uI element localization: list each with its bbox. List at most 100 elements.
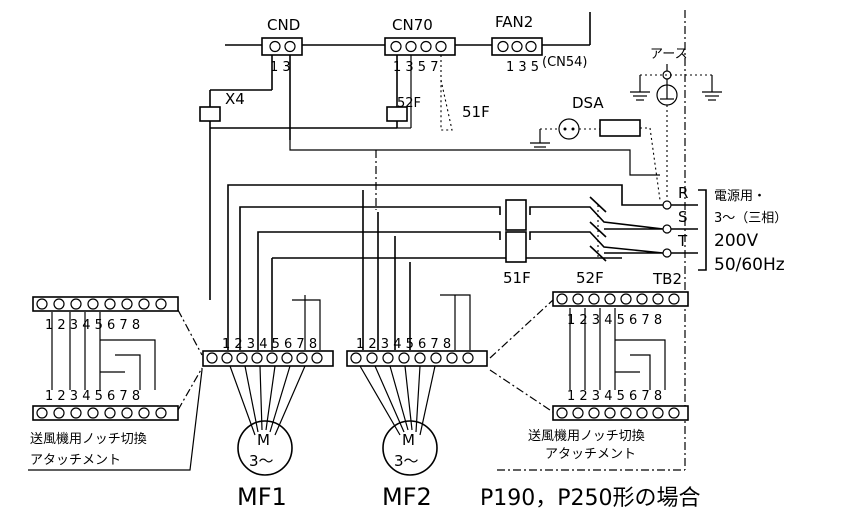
- terminal-screw: [652, 293, 664, 305]
- caption: P190，P250形の場合: [480, 486, 701, 511]
- terminal-s: S: [678, 208, 688, 226]
- 51f-top-label: 51F: [462, 103, 490, 121]
- power-line3: 200V: [714, 231, 758, 251]
- terminal-screw: [462, 352, 474, 364]
- left-attachment-bottom-labels: 1 2 3 4 5 6 7 8: [45, 389, 140, 404]
- terminal-screw: [311, 352, 323, 364]
- mf1-terminal-labels: 1 2 3 4 5 6 7 8: [222, 337, 317, 352]
- terminal-r: R: [678, 184, 688, 202]
- terminal-screw: [572, 293, 584, 305]
- mf2-label: MF2: [382, 483, 432, 511]
- terminal-screw: [104, 298, 116, 310]
- power-line1: 電源用・: [714, 189, 766, 204]
- cnd-label: CND: [267, 16, 300, 34]
- power-line2: 3～（三相）: [714, 211, 787, 226]
- terminal-screw: [251, 352, 263, 364]
- power-line4: 50/60Hz: [714, 255, 785, 275]
- cn70-connector: CN70 1 3 5 7 52F: [384, 16, 456, 111]
- terminal-screw: [70, 298, 82, 310]
- terminal-screw: [221, 352, 233, 364]
- contact-51f-top: 51F: [440, 55, 490, 131]
- power-terminals: R S T TB2: [652, 184, 707, 288]
- right-attachment-subtitle: アタッチメント: [545, 447, 636, 462]
- terminal-screw: [138, 407, 150, 419]
- fan2-connector: FAN2 1 3 5 (CN54): [491, 13, 588, 75]
- power-spec: 電源用・ 3～（三相） 200V 50/60Hz: [714, 189, 787, 275]
- terminal-screw: [53, 298, 65, 310]
- terminal-screw: [155, 407, 167, 419]
- terminal-screw: [652, 407, 664, 419]
- wire-to-r: [289, 140, 660, 176]
- terminal-screw: [588, 293, 600, 305]
- terminal-screw: [620, 407, 632, 419]
- terminal-screw: [636, 293, 648, 305]
- terminal-screw: [206, 352, 218, 364]
- terminal-screw: [556, 407, 568, 419]
- terminal-screw: [350, 352, 362, 364]
- right-attachment: 1 2 3 4 5 6 7 8 1 2 3 4 5 6 7 8 送風機用ノッチ切…: [489, 291, 689, 462]
- terminal-screw: [620, 293, 632, 305]
- cnd-connector: CND 1 3: [261, 16, 303, 75]
- motor-mf2: M 3～ MF2: [359, 365, 438, 511]
- right-attachment-title: 送風機用ノッチ切換: [528, 429, 645, 444]
- terminal-screw: [36, 407, 48, 419]
- terminal-screw: [36, 298, 48, 310]
- x4-label: X4: [225, 90, 245, 108]
- terminal-screw: [266, 352, 278, 364]
- mf1-phase: 3～: [249, 452, 274, 470]
- terminal-screw: [53, 407, 65, 419]
- left-attachment-subtitle: アタッチメント: [30, 453, 121, 468]
- terminal-screw: [446, 352, 458, 364]
- fan2-note: (CN54): [542, 55, 588, 70]
- terminal-screw: [236, 352, 248, 364]
- fan2-label: FAN2: [495, 13, 533, 31]
- terminal-screw: [430, 352, 442, 364]
- earth-label: アース: [650, 47, 688, 62]
- terminal-screw: [382, 352, 394, 364]
- terminal-screw: [588, 407, 600, 419]
- fan2-pins: 1 3 5: [506, 60, 539, 75]
- terminal-screw: [604, 293, 616, 305]
- terminal-screw: [398, 352, 410, 364]
- motor-mf1: M 3～ MF1: [229, 365, 306, 511]
- mf2-phase: 3～: [394, 452, 419, 470]
- terminal-screw: [87, 407, 99, 419]
- mf1-label: MF1: [237, 483, 287, 511]
- left-attachment: 1 2 3 4 5 6 7 8 1 2 3 4 5 6 7 8 送風機用ノッチ切…: [28, 296, 203, 471]
- 51f-label: 51F: [503, 269, 531, 287]
- cn70-pins: 1 3 5 7: [393, 60, 438, 75]
- three-phase-wires: [227, 184, 664, 350]
- terminal-screw: [604, 407, 616, 419]
- contactor-52f: 52F: [576, 196, 607, 287]
- 52f-label: 52F: [576, 269, 604, 287]
- terminal-screw: [556, 293, 568, 305]
- cnd-pins: 1 3: [270, 60, 291, 75]
- terminal-screw: [70, 407, 82, 419]
- x4-relay: X4: [199, 55, 273, 300]
- contactor-51f: 51F: [375, 150, 531, 287]
- terminal-screw: [155, 298, 167, 310]
- terminal-screw: [121, 407, 133, 419]
- left-attachment-title: 送風機用ノッチ切換: [30, 432, 147, 447]
- terminal-screw: [366, 352, 378, 364]
- terminal-screw: [572, 407, 584, 419]
- terminal-screw: [668, 293, 680, 305]
- mf2-terminal-labels: 1 2 3 4 5 6 7 8: [356, 337, 451, 352]
- dsa-label: DSA: [572, 94, 604, 112]
- mf2-terminal-block: 1 2 3 4 5 6 7 8: [346, 294, 488, 367]
- mf1-terminal-block: 1 2 3 4 5 6 7 8: [202, 295, 334, 367]
- terminal-screw: [296, 352, 308, 364]
- terminal-screw: [138, 298, 150, 310]
- right-attachment-bottom-labels: 1 2 3 4 5 6 7 8: [567, 389, 662, 404]
- terminal-screw: [668, 407, 680, 419]
- terminal-screw: [104, 407, 116, 419]
- terminal-screw: [636, 407, 648, 419]
- terminal-screw: [414, 352, 426, 364]
- unit-boundary: [497, 10, 686, 471]
- terminal-screw: [121, 298, 133, 310]
- dsa-surge-absorber: DSA: [530, 94, 661, 201]
- mf2-symbol: M: [402, 431, 415, 449]
- terminal-t: T: [677, 232, 688, 250]
